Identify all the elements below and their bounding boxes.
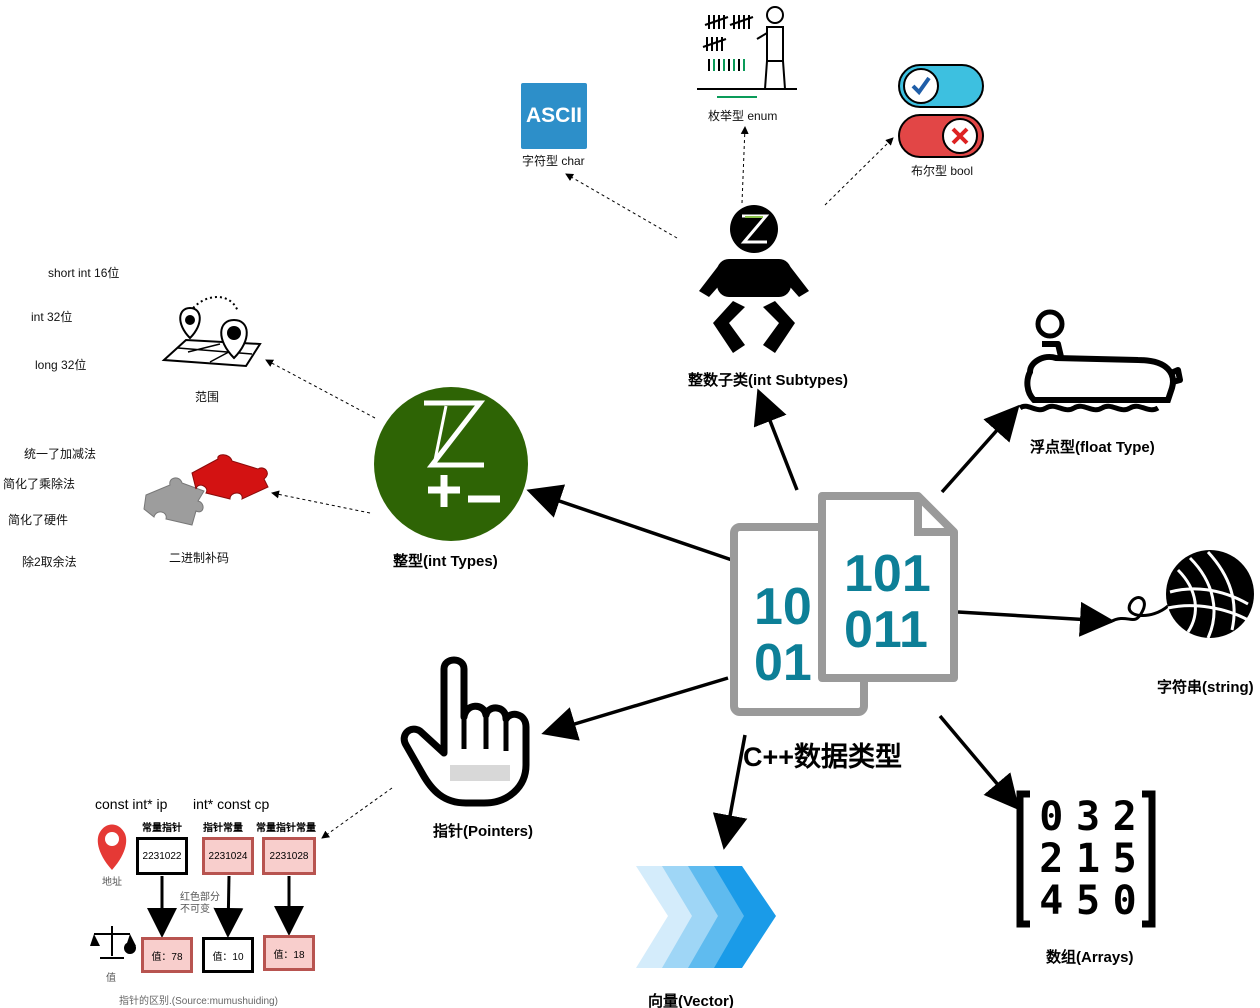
array-cell: 3 <box>1075 794 1101 840</box>
map-range-icon <box>161 296 262 368</box>
link-bool <box>824 137 894 206</box>
array-cell: 2 <box>1112 794 1137 840</box>
yarn-ball-icon <box>1109 550 1254 639</box>
col-const-pointer-const: 常量指针常量 <box>256 823 316 834</box>
link-char <box>565 173 678 239</box>
bin-left-1: 10 <box>754 578 812 636</box>
link-vector <box>712 734 748 850</box>
range-item-3: long 32位 <box>35 358 87 372</box>
complement-item-4: 除2取余法 <box>22 555 77 569</box>
value-box-2: 值：10 <box>202 937 254 973</box>
col-pointer-const: 指针常量 <box>203 823 243 834</box>
addr-box-2: 2231024 <box>202 837 254 875</box>
scale-balance-icon <box>90 926 136 959</box>
immutable-note: 红色部分 不可变 <box>180 892 220 915</box>
addr-label: 地址 <box>102 877 122 888</box>
head-int-const-cp: int* const cp <box>193 796 270 812</box>
link-string <box>957 601 1115 637</box>
label-enum: 枚举型 enum <box>708 109 778 123</box>
binary-files-icon: 10 01 101 011 <box>730 492 958 716</box>
label-range: 范围 <box>195 390 220 404</box>
center-title: C++数据类型 <box>743 742 903 772</box>
integer-z-icon <box>374 387 528 541</box>
addr-box-3: 2231028 <box>262 837 316 875</box>
pointer-caption: 指针的区别.(Source:mumushuiding) <box>119 996 278 1007</box>
pointing-hand-icon <box>400 656 530 807</box>
float-tube-icon <box>1018 309 1183 413</box>
complement-item-2: 简化了乘除法 <box>3 477 76 491</box>
node-int-subtypes: 整数子类(int Subtypes) <box>688 372 848 389</box>
label-bool: 布尔型 bool <box>911 164 974 178</box>
array-cell: 0 <box>1039 794 1064 840</box>
node-vector: 向量(Vector) <box>648 993 734 1008</box>
link-pointer-detail <box>321 787 393 839</box>
array-cell: 5 <box>1112 836 1137 882</box>
value-box-1: 值：78 <box>141 937 193 973</box>
location-pin-icon <box>97 824 127 870</box>
addr-box-1: 2231022 <box>136 837 188 875</box>
col-const-pointer: 常量指针 <box>142 823 182 834</box>
link-int-subtypes <box>753 388 799 491</box>
val-label: 值 <box>106 973 116 984</box>
array-cell: 1 <box>1075 836 1101 882</box>
node-arrays: 数组(Arrays) <box>1046 949 1134 966</box>
node-int-types: 整型(int Types) <box>393 553 498 570</box>
node-string: 字符串(string) <box>1157 679 1254 696</box>
head-const-int-ip: const int* ip <box>95 796 168 812</box>
link-arrays <box>938 714 1020 811</box>
bin-left-2: 01 <box>754 634 812 692</box>
array-cell: 2 <box>1039 836 1064 882</box>
link-pointers <box>541 676 729 741</box>
pointer-arrows <box>147 875 304 938</box>
complement-item-3: 简化了硬件 <box>8 513 69 527</box>
bin-right-2: 011 <box>844 601 928 659</box>
toggle-bool-icon <box>898 64 984 158</box>
complement-item-1: 统一了加减法 <box>24 447 97 461</box>
node-pointers: 指针(Pointers) <box>433 823 534 840</box>
link-enum <box>740 126 749 204</box>
link-float <box>940 404 1020 494</box>
vector-chevrons-icon <box>636 866 776 968</box>
puzzle-icon <box>143 454 269 526</box>
node-float: 浮点型(float Type) <box>1030 439 1155 456</box>
value-box-3: 值：18 <box>263 935 315 971</box>
link-range <box>265 359 376 419</box>
array-cell: 5 <box>1075 878 1101 924</box>
baby-z-icon <box>699 205 809 353</box>
range-item-2: int 32位 <box>31 310 73 324</box>
label-complement: 二进制补码 <box>169 551 230 565</box>
link-int-types <box>526 484 733 562</box>
tally-counting-icon <box>697 6 797 98</box>
array-cell: 4 <box>1039 878 1064 924</box>
range-item-1: short int 16位 <box>48 266 120 280</box>
array-cell: 0 <box>1112 878 1137 924</box>
label-char: 字符型 char <box>522 154 585 168</box>
array-grid: 0 3 2 2 1 5 4 5 0 <box>1033 796 1143 922</box>
matrix-icon <box>1016 790 1156 928</box>
link-complement <box>271 490 371 514</box>
ascii-icon: ASCII <box>521 83 587 149</box>
bin-right-1: 101 <box>844 545 931 603</box>
